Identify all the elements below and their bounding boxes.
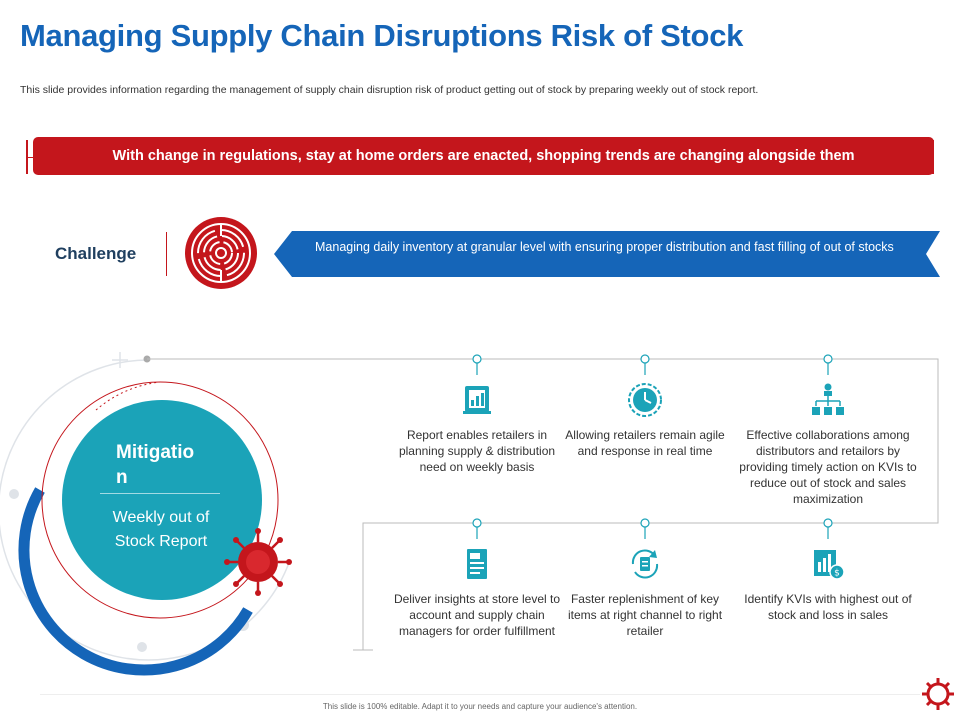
- target-icon: [185, 217, 257, 289]
- report-chart-icon: [463, 386, 491, 414]
- challenge-arrow-shape: [274, 231, 940, 277]
- network-hierarchy-icon: [812, 383, 844, 415]
- feature-agile-response: Allowing retailers remain agile and resp…: [565, 428, 725, 458]
- challenge-description: Managing daily inventory at granular lev…: [315, 240, 894, 254]
- svg-text:$: $: [834, 569, 840, 579]
- mitigation-divider: [100, 493, 220, 494]
- regulation-banner: With change in regulations, stay at home…: [33, 137, 934, 175]
- virus-corner-icon: [922, 678, 954, 710]
- page-title: Managing Supply Chain Disruptions Risk o…: [20, 18, 744, 53]
- page-subtitle: This slide provides information regardin…: [20, 84, 759, 96]
- document-icon: [467, 549, 487, 579]
- footer-rule: [40, 694, 920, 695]
- challenge-separator: [166, 232, 167, 276]
- banner-text: With change in regulations, stay at home…: [112, 148, 855, 164]
- money-chart-icon: $: [814, 550, 845, 580]
- footer-note: This slide is 100% editable. Adapt it to…: [322, 702, 638, 711]
- feature-collaboration: Effective collaborations among distribut…: [739, 428, 917, 506]
- mitigation-subtitle: Weekly out of Stock Report: [112, 509, 210, 550]
- feature-report-planning: Report enables retailers in planning sup…: [398, 428, 556, 474]
- feature-store-insights: Deliver insights at store level to accou…: [393, 592, 561, 638]
- virus-icon: [224, 528, 292, 596]
- refresh-clipboard-icon: [631, 549, 659, 579]
- feature-identify-kvis: Identify KVIs with highest out of stock …: [744, 592, 912, 622]
- clock-icon: [628, 383, 662, 417]
- feature-replenishment: Faster replenishment of key items at rig…: [567, 592, 723, 638]
- challenge-label: Challenge: [55, 244, 137, 263]
- banner-left-tick: [26, 140, 28, 174]
